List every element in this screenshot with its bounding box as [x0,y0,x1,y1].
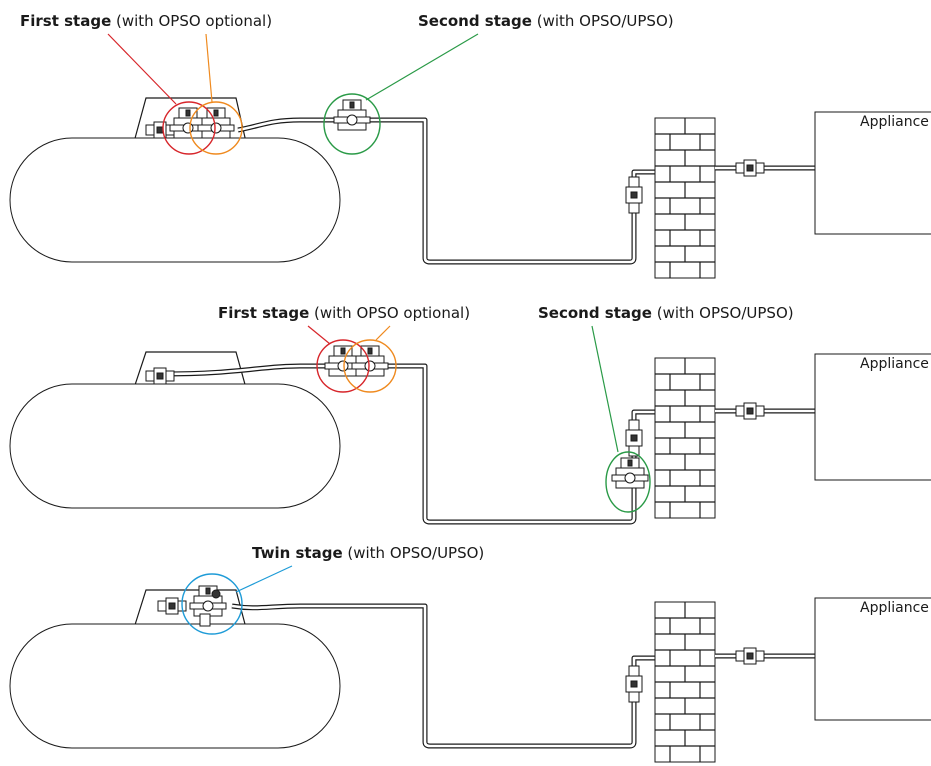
appliance-box [814,111,931,235]
appliance-box [814,353,931,481]
first-stage-circle [162,101,216,155]
first-stage-label: First stage (with OPSO optional) [20,12,272,30]
twin-stage-circle [181,573,243,635]
opso-device [351,345,389,377]
brick-wall [654,117,716,279]
brick-wall [654,357,716,519]
twin-stage-regulator [189,585,227,627]
second-stage-circle [605,451,651,513]
appliance-label: Appliance [860,114,929,130]
second-stage-label: Second stage (with OPSO/UPSO) [418,12,674,30]
shutoff-valve [735,402,765,420]
first-stage-regulator [169,107,207,139]
panel-2: First stage (with OPSO optional) Second … [9,304,931,525]
riser-valve [625,665,643,703]
riser-valve [625,176,643,214]
first-stage-label: First stage (with OPSO optional) [218,304,470,322]
gas-tank [9,137,341,263]
brick-wall [654,601,716,763]
panel-1: First stage (with OPSO optional) Second … [9,12,931,279]
gas-tank [9,383,341,509]
appliance-label: Appliance [860,600,929,616]
second-stage-circle [323,93,381,155]
shutoff-valve [735,647,765,665]
shutoff-valve [735,159,765,177]
gas-tank [9,623,341,749]
panel-3: Twin stage (with OPSO/UPSO) Appliance [9,544,931,763]
second-stage-regulator [611,457,649,489]
second-stage-regulator [333,99,371,131]
twin-stage-label: Twin stage (with OPSO/UPSO) [252,544,484,562]
opso-device [197,107,235,139]
first-stage-circle [316,339,370,393]
opso-optional-circle [189,101,243,155]
opso-optional-circle [343,339,397,393]
appliance-box [814,597,931,721]
riser-valve [625,419,643,457]
appliance-label: Appliance [860,356,929,372]
second-stage-label: Second stage (with OPSO/UPSO) [538,304,794,322]
